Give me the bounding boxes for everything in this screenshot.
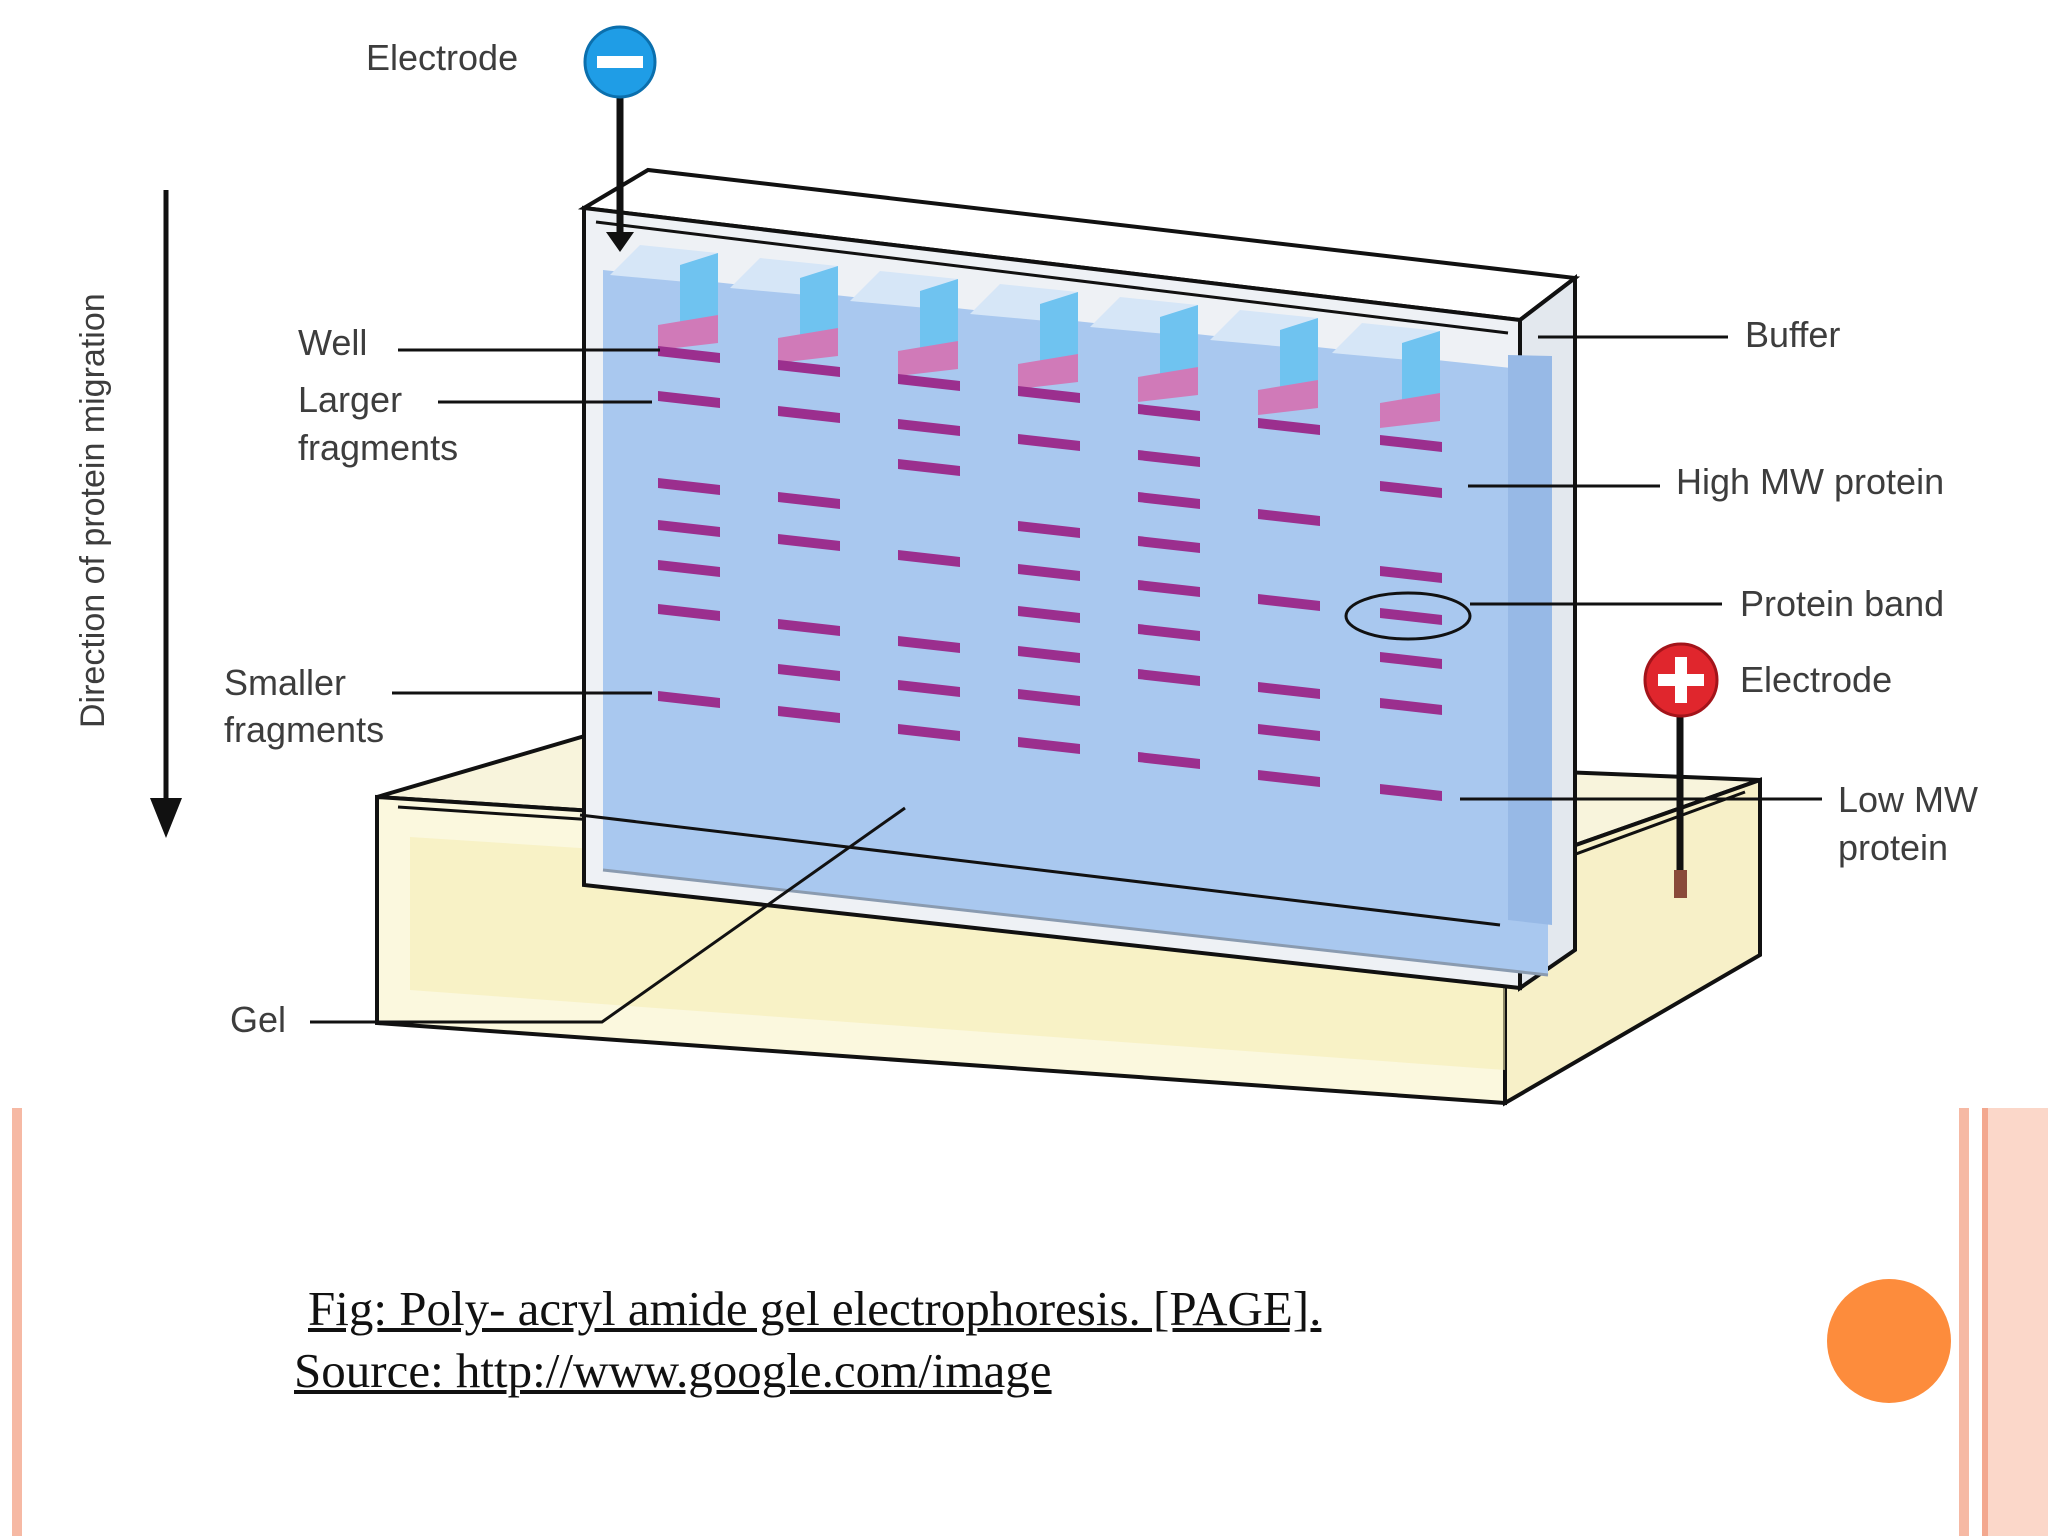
comb-tooth-side	[680, 253, 718, 325]
buffer-label: Buffer	[1745, 314, 1840, 355]
protein-band	[1138, 404, 1200, 421]
direction-label: Direction of protein migration	[74, 293, 112, 728]
protein-band	[1258, 418, 1320, 435]
well-sample	[898, 341, 958, 376]
comb-tooth-side	[1402, 331, 1440, 403]
protein-band	[1018, 737, 1080, 754]
electrophoresis-diagram: Electrode Electrode Direction of protein…	[74, 25, 1978, 1107]
electrode-neg-label: Electrode	[366, 37, 518, 78]
protein-band	[1018, 606, 1080, 623]
protein-band	[1018, 646, 1080, 663]
down-arrow-icon	[150, 190, 182, 838]
comb-tooth-side	[920, 279, 958, 351]
larger-label-line2: fragments	[298, 427, 458, 468]
well-sample	[778, 328, 838, 363]
protein-band	[1018, 564, 1080, 581]
protein-band	[1380, 608, 1442, 625]
protein-band-highlight	[1344, 591, 1472, 641]
gel-leader	[310, 806, 906, 1024]
decorative-dot	[1827, 1279, 1951, 1403]
protein-band	[898, 550, 960, 567]
protein-band	[1018, 434, 1080, 451]
smaller-label-line2: fragments	[224, 709, 384, 750]
protein-band	[1258, 509, 1320, 526]
protein-band	[658, 346, 720, 363]
minus-circle-icon	[583, 25, 657, 99]
gel-body	[603, 270, 1548, 975]
left-stripe	[12, 1108, 22, 1536]
protein-band	[1380, 652, 1442, 669]
protein-band	[778, 619, 840, 636]
right-stripe-outer	[1959, 1108, 1969, 1536]
positive-electrode	[1643, 642, 1719, 898]
comb-tooth-side	[1160, 305, 1198, 377]
caption-line2: Source: http://www.google.com/image	[294, 1343, 1052, 1398]
protein-band	[1138, 752, 1200, 769]
protein-band	[1138, 492, 1200, 509]
protein-band	[898, 419, 960, 436]
protein-band	[658, 478, 720, 495]
protein-band	[658, 560, 720, 577]
protein-band	[898, 636, 960, 653]
protein-band	[1138, 580, 1200, 597]
protein-band	[1138, 536, 1200, 553]
protein-band	[1258, 770, 1320, 787]
high-mw-label: High MW protein	[1676, 461, 1944, 502]
protein-band	[1018, 689, 1080, 706]
protein-band	[898, 680, 960, 697]
protein-band	[1018, 521, 1080, 538]
well-comb	[610, 245, 1440, 428]
protein-band	[1258, 724, 1320, 741]
smaller-label-line1: Smaller	[224, 662, 346, 703]
protein-band	[1258, 594, 1320, 611]
electrode-pos-label: Electrode	[1740, 659, 1892, 700]
protein-band	[1380, 481, 1442, 498]
protein-band	[898, 724, 960, 741]
protein-band	[898, 459, 960, 476]
comb-tooth-side	[800, 266, 838, 338]
comb-tooth-side	[1040, 292, 1078, 364]
low-mw-label-line2: protein	[1838, 827, 1948, 868]
protein-band	[658, 691, 720, 708]
right-stripe-inner	[1982, 1108, 2048, 1536]
protein-band	[1138, 669, 1200, 686]
well-sample	[1258, 380, 1318, 415]
protein-band	[778, 360, 840, 377]
well-sample	[1018, 354, 1078, 389]
well-sample	[1380, 393, 1440, 428]
protein-band	[1138, 624, 1200, 641]
protein-band	[778, 534, 840, 551]
plus-circle-icon	[1643, 642, 1719, 718]
protein-band	[778, 706, 840, 723]
protein-band	[1380, 566, 1442, 583]
protein-band	[1258, 682, 1320, 699]
low-mw-label-line1: Low MW	[1838, 779, 1978, 820]
negative-electrode	[583, 25, 657, 252]
protein-band	[1380, 784, 1442, 801]
protein-band	[658, 604, 720, 621]
well-sample	[1138, 367, 1198, 402]
protein-band	[1380, 435, 1442, 452]
protein-band	[898, 374, 960, 391]
protein-band	[1138, 450, 1200, 467]
protein-band	[778, 406, 840, 423]
well-label: Well	[298, 322, 367, 363]
comb-tooth-side	[1280, 318, 1318, 390]
protein-band	[778, 664, 840, 681]
well-sample	[658, 315, 718, 350]
gel-label: Gel	[230, 999, 286, 1040]
caption-line1: Fig: Poly- acryl amide gel electrophores…	[308, 1281, 1322, 1336]
protein-band	[778, 492, 840, 509]
protein-band	[658, 391, 720, 408]
protein-band	[1018, 386, 1080, 403]
protein-band	[1380, 698, 1442, 715]
protein-bands	[658, 346, 1442, 801]
protein-band	[658, 520, 720, 537]
larger-label-line1: Larger	[298, 379, 402, 420]
protein-band-label: Protein band	[1740, 583, 1944, 624]
